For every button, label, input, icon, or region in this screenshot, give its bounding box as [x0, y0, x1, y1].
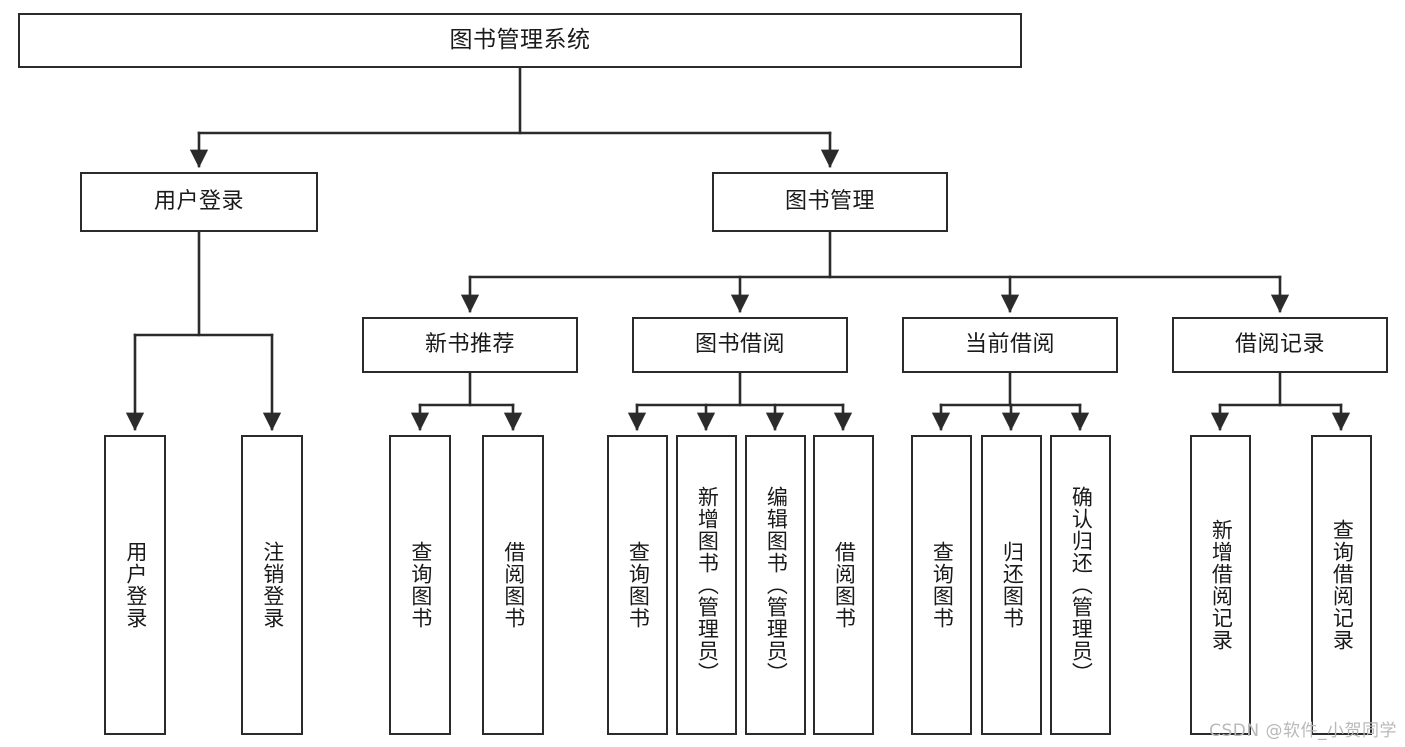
node-current-borrow-label: 当前借阅 [964, 332, 1055, 358]
node-leaf-return-book-label: 归还图书 [1000, 541, 1025, 629]
node-leaf-logout[interactable]: 注销登录 [241, 435, 303, 735]
node-user-login-label: 用户登录 [153, 189, 244, 215]
node-leaf-query-book-3[interactable]: 查询图书 [911, 435, 972, 735]
node-root[interactable]: 图书管理系统 [18, 13, 1022, 68]
node-new-book-recommend[interactable]: 新书推荐 [362, 317, 578, 373]
node-leaf-query-book-3-label: 查询图书 [930, 541, 955, 629]
node-book-manage-label: 图书管理 [784, 189, 875, 215]
node-leaf-borrow-book-2-label: 借阅图书 [832, 541, 857, 629]
node-leaf-logout-label: 注销登录 [260, 541, 285, 629]
node-leaf-query-record[interactable]: 查询借阅记录 [1311, 435, 1372, 735]
csdn-watermark: CSDN @软件_小贺同学 [1209, 721, 1397, 741]
node-leaf-confirm-return-label: 确认归还（管理员） [1069, 486, 1094, 684]
node-leaf-add-record[interactable]: 新增借阅记录 [1190, 435, 1251, 735]
node-leaf-add-book-label: 新增图书（管理员） [695, 486, 720, 684]
node-user-login[interactable]: 用户登录 [80, 172, 318, 232]
node-leaf-edit-book-label: 编辑图书（管理员） [764, 486, 789, 684]
node-book-manage[interactable]: 图书管理 [712, 172, 948, 232]
node-leaf-add-book[interactable]: 新增图书（管理员） [676, 435, 737, 735]
node-leaf-borrow-book-1[interactable]: 借阅图书 [482, 435, 544, 735]
node-leaf-query-book-1-label: 查询图书 [408, 541, 433, 629]
node-leaf-query-book-2[interactable]: 查询图书 [607, 435, 668, 735]
node-leaf-query-record-label: 查询借阅记录 [1330, 519, 1355, 651]
node-leaf-query-book-1[interactable]: 查询图书 [389, 435, 451, 735]
node-leaf-edit-book[interactable]: 编辑图书（管理员） [745, 435, 806, 735]
node-leaf-user-login[interactable]: 用户登录 [104, 435, 166, 735]
node-leaf-query-book-2-label: 查询图书 [626, 541, 651, 629]
node-current-borrow[interactable]: 当前借阅 [902, 317, 1118, 373]
node-borrow-record[interactable]: 借阅记录 [1172, 317, 1388, 373]
node-leaf-return-book[interactable]: 归还图书 [981, 435, 1042, 735]
node-new-book-recommend-label: 新书推荐 [424, 332, 515, 358]
node-leaf-borrow-book-2[interactable]: 借阅图书 [813, 435, 874, 735]
node-leaf-borrow-book-1-label: 借阅图书 [501, 541, 526, 629]
node-book-borrow-label: 图书借阅 [694, 332, 785, 358]
node-leaf-add-record-label: 新增借阅记录 [1209, 519, 1234, 651]
node-leaf-user-login-label: 用户登录 [123, 541, 148, 629]
node-root-label: 图书管理系统 [449, 27, 591, 54]
node-leaf-confirm-return[interactable]: 确认归还（管理员） [1050, 435, 1111, 735]
node-borrow-record-label: 借阅记录 [1234, 332, 1325, 358]
node-book-borrow[interactable]: 图书借阅 [632, 317, 848, 373]
